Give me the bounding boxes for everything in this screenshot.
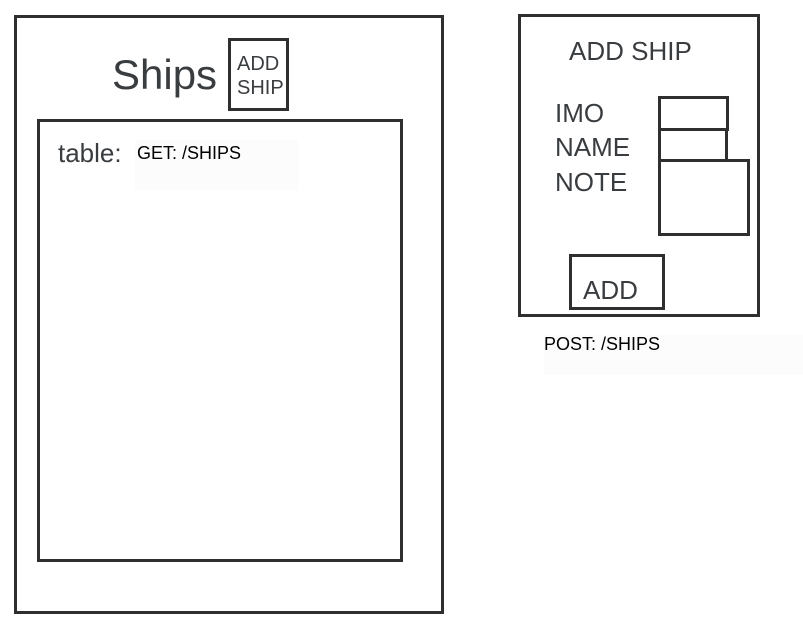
get-endpoint-label: GET: /SHIPS bbox=[137, 143, 242, 163]
imo-label: IMO bbox=[555, 98, 605, 128]
ships-table bbox=[37, 119, 403, 562]
add-button-label: ADD bbox=[583, 275, 638, 305]
post-endpoint-label: POST: /SHIPS bbox=[544, 334, 661, 354]
form-title: ADD SHIP bbox=[569, 36, 692, 66]
page-title: Ships bbox=[112, 51, 218, 98]
endpoint-label-bg bbox=[135, 140, 298, 190]
note-input[interactable] bbox=[658, 159, 750, 236]
add-ship-form-frame bbox=[518, 14, 760, 317]
add-ship-button[interactable]: ADD SHIP bbox=[228, 38, 289, 111]
add-button[interactable]: ADD bbox=[569, 254, 665, 310]
name-label: NAME bbox=[555, 132, 631, 162]
imo-input[interactable] bbox=[658, 96, 729, 131]
post-endpoint-bg bbox=[544, 335, 803, 375]
table-label: table: bbox=[58, 138, 122, 168]
add-ship-button-line1: ADD bbox=[237, 53, 280, 75]
add-ship-button-line2: SHIP bbox=[237, 77, 284, 99]
ships-page-frame bbox=[14, 15, 444, 614]
name-input[interactable] bbox=[658, 128, 728, 162]
note-label: NOTE bbox=[555, 167, 628, 197]
